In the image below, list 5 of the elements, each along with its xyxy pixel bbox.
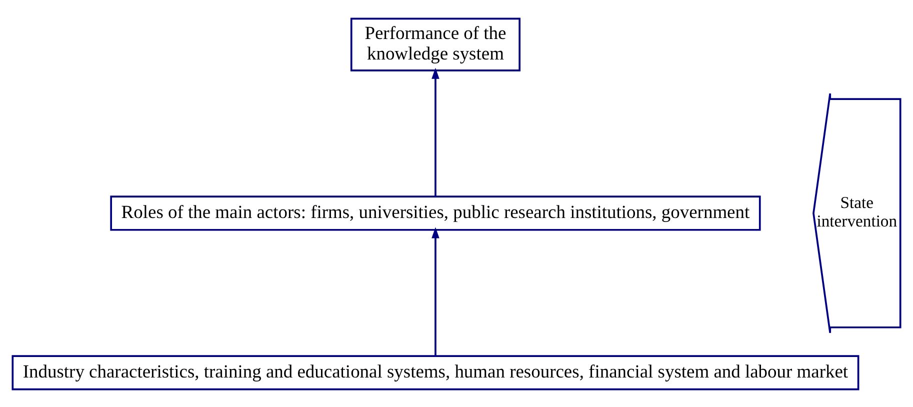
arrow xyxy=(432,67,440,196)
node-box: Performance of the knowledge system xyxy=(350,17,520,71)
arrow xyxy=(432,226,440,356)
node-box: Industry characteristics, training and educational systems, human resources, financial system and labour market xyxy=(12,354,860,390)
node-box: Roles of the main actors: firms, universities, public research institutions, government xyxy=(110,195,761,230)
